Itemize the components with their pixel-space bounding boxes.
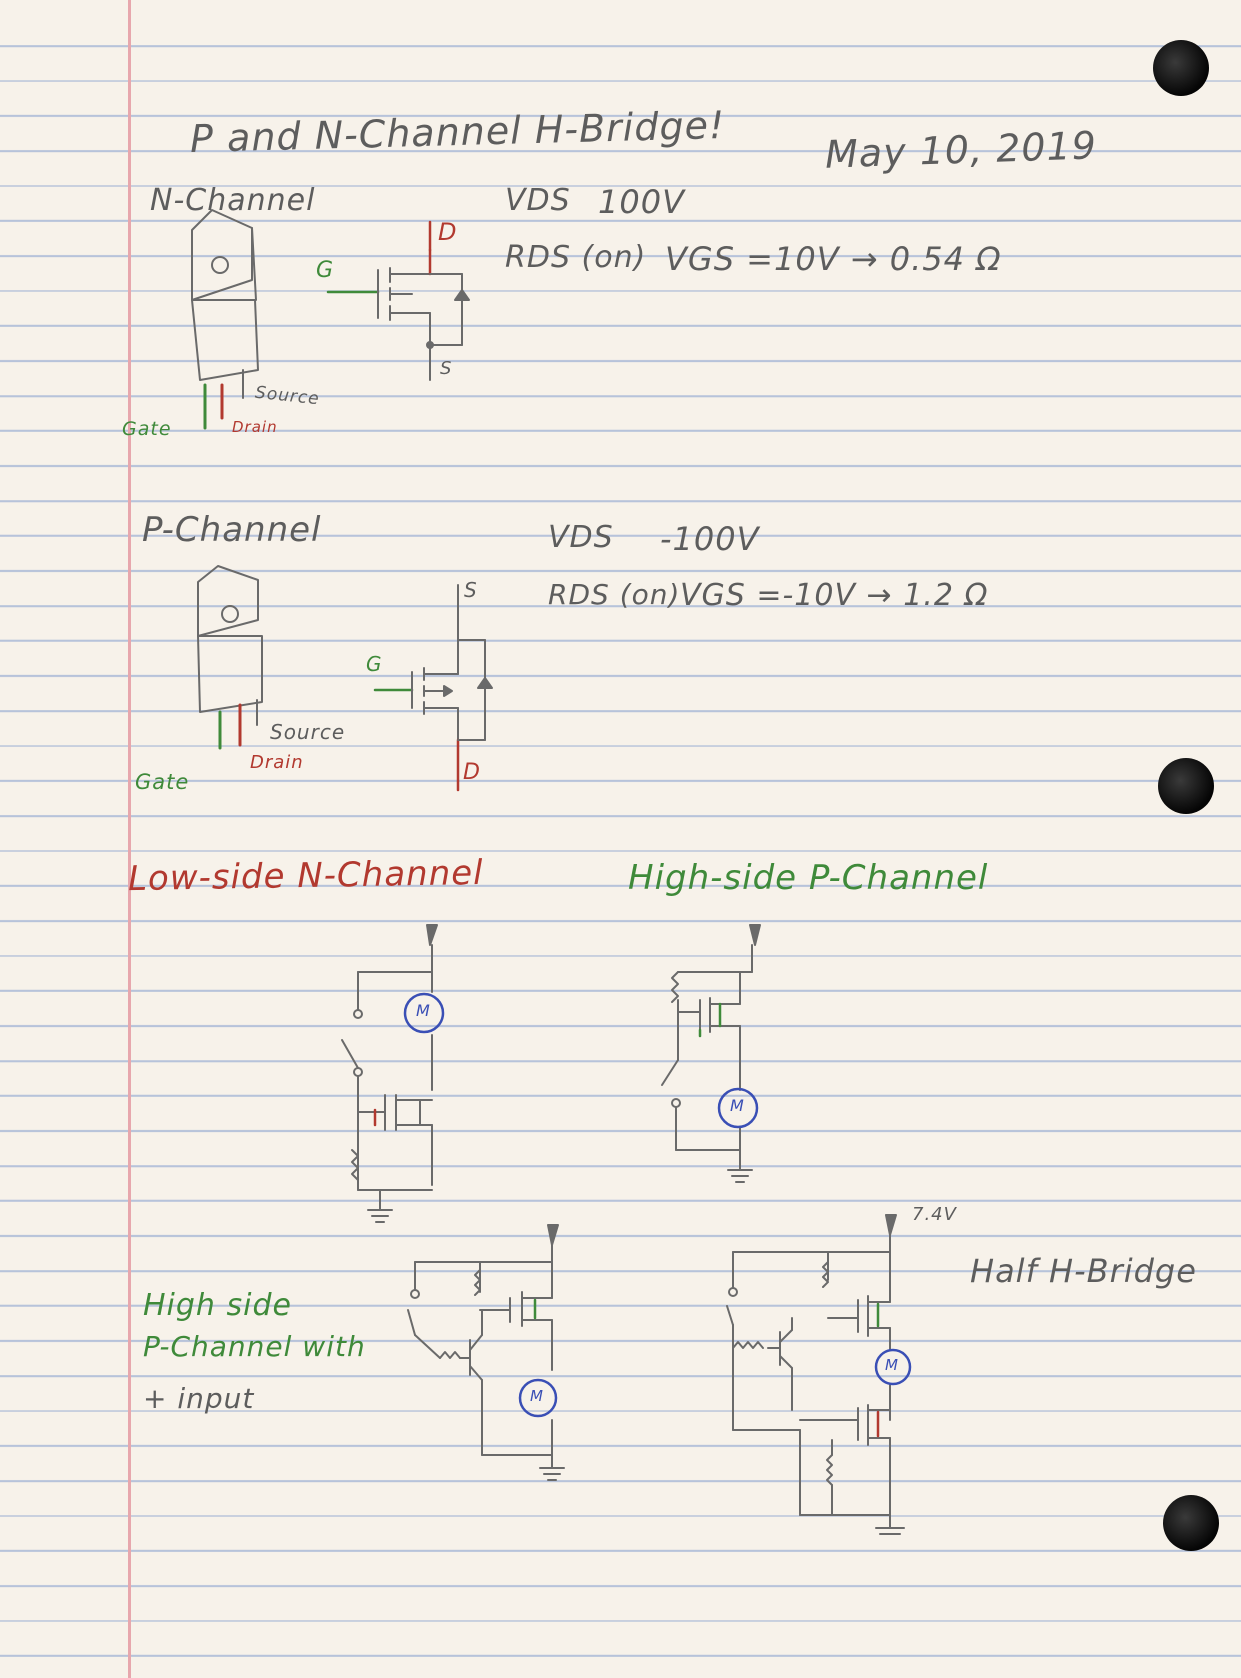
half-bridge-motor-label: M (885, 1356, 899, 1374)
p-vds-value: -100V (660, 520, 760, 558)
p-pin-drain: Drain (250, 752, 304, 773)
high-side-input-motor-icon (518, 1378, 558, 1418)
n-channel-package-drawing (191, 209, 259, 381)
high-side-circuit (661, 924, 761, 1183)
p-symbol-gate: G (366, 652, 383, 676)
n-pin-drain: Drain (232, 418, 278, 436)
binder-hole-top (1153, 40, 1209, 96)
low-side-motor-label: M (416, 1001, 431, 1020)
n-rds-condition: VGS =10V → 0.54 Ω (665, 240, 1002, 278)
p-pin-source: Source (270, 720, 346, 744)
p-channel-heading: P-Channel (142, 510, 322, 550)
n-symbol-source: S (440, 358, 453, 379)
n-rds-label: RDS (on) (505, 240, 647, 275)
high-side-input-motor-label: M (530, 1387, 544, 1405)
supply-voltage-label: 7.4V (912, 1204, 957, 1225)
high-side-motor-icon (717, 1087, 759, 1129)
p-rds-condition: VGS =-10V → 1.2 Ω (680, 578, 989, 613)
n-channel-mosfet-symbol (326, 220, 470, 381)
p-channel-mosfet-symbol (373, 584, 493, 792)
margin-line (128, 0, 131, 1678)
high-side-input-line3: + input (143, 1382, 255, 1415)
n-symbol-drain: D (438, 218, 458, 246)
binder-hole-bottom (1163, 1495, 1219, 1551)
half-bridge-label: Half H-Bridge (970, 1252, 1197, 1290)
high-side-input-circuit (407, 1224, 565, 1481)
p-rds-label: RDS (on) (548, 578, 681, 611)
p-symbol-source: S (464, 578, 478, 602)
high-side-input-line1: High side (143, 1288, 292, 1323)
high-side-heading: High-side P-Channel (628, 858, 989, 898)
high-side-motor-label: M (730, 1096, 745, 1115)
p-pin-gate: Gate (135, 770, 190, 794)
n-channel-heading: N-Channel (150, 183, 316, 218)
high-side-input-line2: P-Channel with (143, 1330, 366, 1363)
p-vds-label: VDS (548, 520, 614, 555)
n-vds-value: 100V (598, 183, 685, 221)
low-side-circuit (341, 924, 438, 1223)
p-channel-package-drawing (197, 565, 263, 713)
p-symbol-drain: D (463, 760, 481, 785)
low-side-motor-icon (403, 992, 445, 1034)
half-bridge-circuit (726, 1214, 905, 1535)
n-pin-gate: Gate (122, 418, 172, 440)
half-bridge-motor-icon (874, 1348, 912, 1386)
n-vds-label: VDS (505, 183, 571, 218)
n-symbol-gate: G (316, 258, 335, 283)
binder-hole-middle (1158, 758, 1214, 814)
